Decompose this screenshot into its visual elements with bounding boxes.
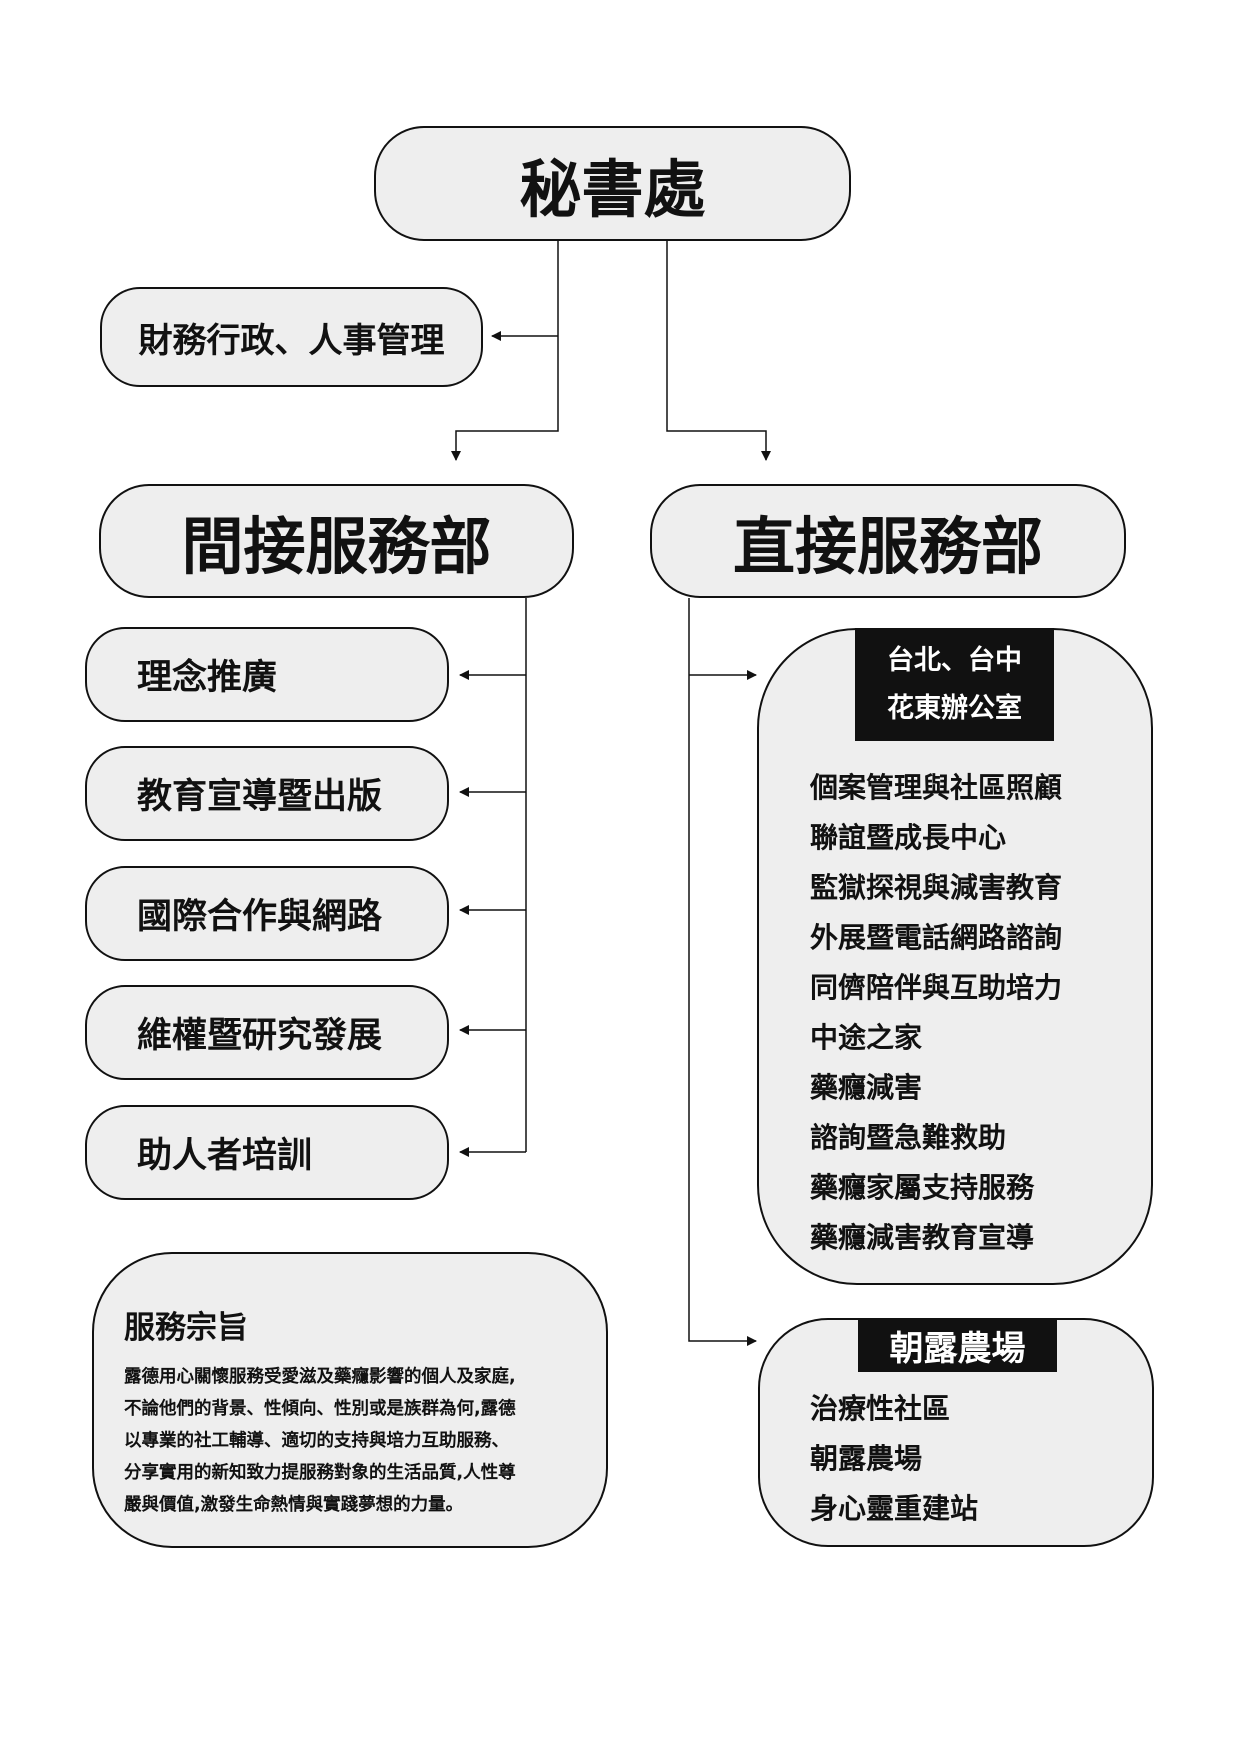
direct-dept-box: 直接服務部 [650, 484, 1126, 598]
indirect-item-box: 教育宣導暨出版 [85, 746, 449, 841]
mission-line: 以專業的社工輔導、適切的支持與培力互助服務、 [124, 1431, 509, 1451]
farm-service-item: 治療性社區 [810, 1392, 951, 1425]
secretariat-box: 秘書處 [374, 126, 851, 241]
office-service-item: 諮詢暨急難救助 [810, 1121, 1007, 1154]
direct-trunk [688, 598, 757, 1346]
indirect-item-label: 國際合作與網路 [137, 897, 383, 937]
admin-label: 財務行政、人事管理 [138, 320, 445, 361]
admin-box: 財務行政、人事管理 [100, 287, 483, 387]
mission-line: 嚴與價值,激發生命熱情與實踐夢想的力量。 [124, 1495, 464, 1515]
indirect-item-box: 國際合作與網路 [85, 866, 449, 961]
office-service-item: 中途之家 [810, 1021, 923, 1054]
indirect-item-box: 理念推廣 [85, 627, 449, 722]
indirect-dept-title: 間接服務部 [181, 510, 492, 583]
direct-dept-title: 直接服務部 [732, 510, 1043, 583]
farm-service-item: 朝露農場 [810, 1442, 923, 1475]
mission-text: 露德用心關懷服務受愛滋及藥癮影響的個人及家庭, 不論他們的背景、性傾向、性別或是… [124, 1361, 606, 1521]
office-service-item: 藥癮減害教育宣導 [810, 1221, 1035, 1254]
indirect-item-label: 教育宣導暨出版 [137, 777, 383, 817]
farm-label: 朝露農場 [858, 1318, 1057, 1372]
office-service-item: 聯誼暨成長中心 [810, 821, 1007, 854]
farm-service-item: 身心靈重建站 [810, 1492, 979, 1525]
arrow-to-direct [666, 241, 771, 461]
secretariat-label: 秘書處 [519, 152, 706, 226]
office-service-item: 監獄探視與減害教育 [810, 871, 1063, 904]
offices-label-line1: 台北、台中 [887, 644, 1022, 676]
indirect-item-label: 理念推廣 [137, 658, 278, 698]
indirect-dept-box: 間接服務部 [99, 484, 574, 598]
farm-label-text: 朝露農場 [889, 1328, 1026, 1369]
office-service-item: 藥癮減害 [810, 1071, 923, 1104]
mission-line: 不論他們的背景、性傾向、性別或是族群為何,露德 [124, 1399, 516, 1419]
office-service-item: 外展暨電話網路諮詢 [810, 921, 1063, 954]
mission-box: 服務宗旨 露德用心關懷服務受愛滋及藥癮影響的個人及家庭, 不論他們的背景、性傾向… [92, 1252, 608, 1548]
mission-line: 分享實用的新知致力提服務對象的生活品質,人性尊 [124, 1463, 516, 1483]
office-service-item: 藥癮家屬支持服務 [810, 1171, 1035, 1204]
mission-title: 服務宗旨 [124, 1310, 248, 1346]
office-service-item: 同儕陪伴與互助培力 [810, 971, 1063, 1004]
office-service-item: 個案管理與社區照顧 [810, 771, 1063, 804]
indirect-item-label: 維權暨研究發展 [137, 1016, 383, 1056]
offices-label-line2: 花東辦公室 [887, 692, 1022, 724]
indirect-item-box: 維權暨研究發展 [85, 985, 449, 1080]
indirect-item-label: 助人者培訓 [137, 1136, 313, 1176]
offices-label: 台北、台中 花東辦公室 [855, 628, 1054, 741]
mission-line: 露德用心關懷服務受愛滋及藥癮影響的個人及家庭, [124, 1367, 516, 1387]
indirect-item-box: 助人者培訓 [85, 1105, 449, 1200]
